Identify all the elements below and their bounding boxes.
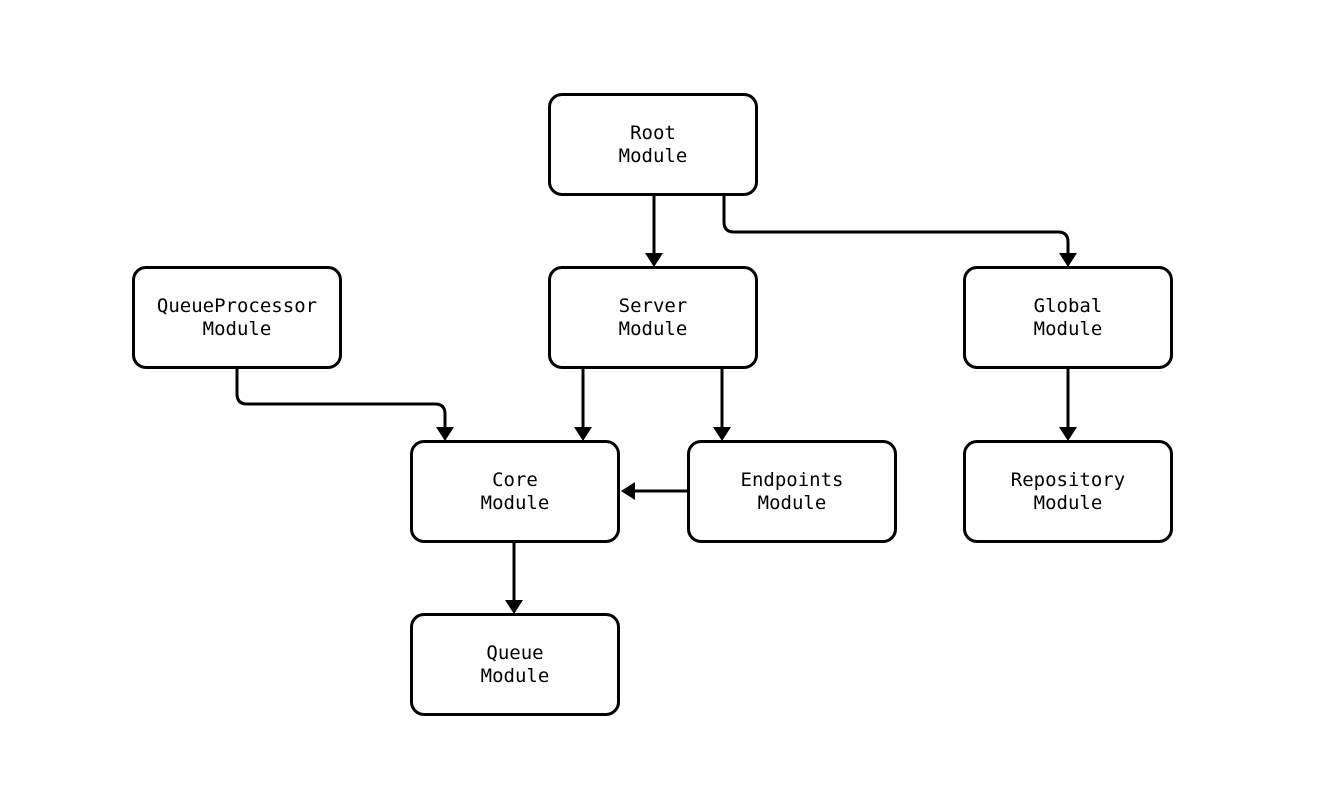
edge-queueprocessor-core — [235, 369, 447, 432]
node-label-line2: Module — [480, 491, 550, 514]
node-label-line2: Module — [202, 317, 272, 340]
node-label-line2: Module — [480, 664, 550, 687]
arrowhead-global-repository — [1059, 427, 1077, 441]
node-label-line1: Global — [1033, 294, 1103, 317]
node-label-line1: Root — [630, 121, 676, 144]
node-label-line2: Module — [618, 317, 688, 340]
node-label-line1: Queue — [486, 641, 544, 664]
edge-root-global — [722, 196, 1070, 258]
arrowhead-server-core — [574, 427, 592, 441]
node-label-line2: Module — [1033, 491, 1103, 514]
arrowhead-root-server — [645, 253, 663, 267]
node-label-line1: Endpoints — [740, 468, 844, 491]
node-label-line1: Core — [492, 468, 538, 491]
arrowhead-endpoints-core — [621, 482, 635, 500]
node-label-line2: Module — [618, 144, 688, 167]
arrowhead-root-global — [1059, 253, 1077, 267]
arrowhead-server-endpoints — [713, 427, 731, 441]
node-label-line1: Server — [618, 294, 688, 317]
node-label-line2: Module — [1033, 317, 1103, 340]
arrowhead-core-queue — [505, 600, 523, 614]
node-label-line1: QueueProcessor — [156, 294, 318, 317]
arrowhead-queueprocessor-core — [436, 427, 454, 441]
node-label-line1: Repository — [1010, 468, 1126, 491]
node-label-line2: Module — [757, 491, 827, 514]
